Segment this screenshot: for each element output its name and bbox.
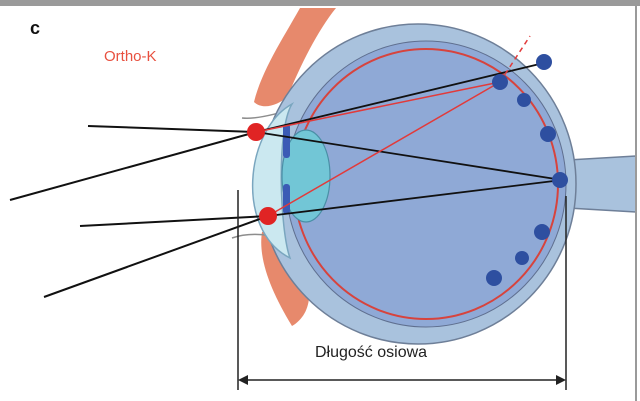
pupil-point-lower: [259, 207, 277, 225]
focal-point-1: [536, 54, 552, 70]
panel-letter: c: [30, 18, 40, 39]
axial-length-label: Długość osiowa: [315, 344, 427, 362]
top-border: [0, 0, 640, 6]
focal-point-4: [540, 126, 556, 142]
focal-point-7: [515, 251, 529, 265]
focal-point-8: [486, 270, 502, 286]
axial-arrowhead-left: [238, 375, 248, 385]
pupil-point-upper: [247, 123, 265, 141]
incoming-ray-lower-oblique: [44, 216, 268, 297]
incoming-ray-upper-parallel: [88, 126, 256, 132]
incoming-ray-upper-oblique: [10, 132, 256, 200]
focal-point-3: [517, 93, 531, 107]
focal-point-2: [492, 74, 508, 90]
iris-lower-icon: [283, 184, 290, 214]
focal-point-6: [534, 224, 550, 240]
method-label: Ortho-K: [104, 48, 157, 65]
axial-arrowhead-right: [556, 375, 566, 385]
focal-point-5: [552, 172, 568, 188]
optic-nerve-icon: [568, 156, 636, 212]
incoming-ray-lower-parallel: [80, 216, 268, 226]
iris-upper-icon: [283, 124, 290, 158]
